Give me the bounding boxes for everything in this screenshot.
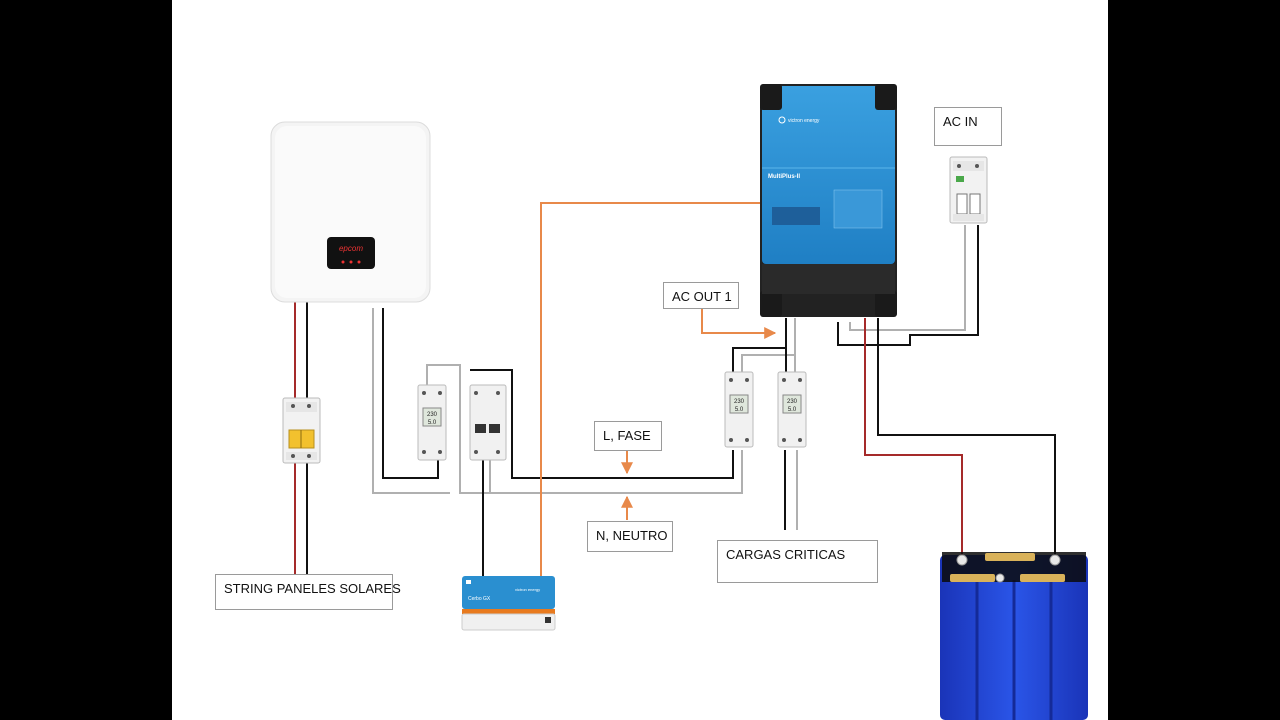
bus-wires bbox=[426, 364, 743, 578]
battery-dc-wires bbox=[864, 318, 1056, 560]
energy-meter-1: 230 5.0 bbox=[417, 384, 447, 461]
meter-2-display-bottom: 5.0 bbox=[735, 407, 744, 413]
cargas-criticas-label: CARGAS CRITICAS bbox=[717, 540, 878, 583]
inverter-model: MultiPlus-II bbox=[768, 174, 800, 180]
n-neutro-label: N, NEUTRO bbox=[587, 521, 673, 552]
inverter-brand: victron energy bbox=[788, 118, 820, 124]
battery-pack bbox=[940, 552, 1088, 720]
meter-1-display-top: 230 bbox=[427, 412, 438, 418]
victron-energy-meter bbox=[469, 384, 507, 461]
meter-3-display-top: 230 bbox=[787, 399, 798, 405]
ac-in-wires bbox=[837, 225, 979, 346]
solar-inverter-brand: epcom bbox=[339, 244, 363, 253]
ac-out-1-label: AC OUT 1 bbox=[663, 282, 739, 309]
pv-dc-breaker bbox=[282, 397, 321, 464]
energy-meter-2: 230 5.0 bbox=[724, 371, 754, 448]
cerbo-gx: Cerbo GX victron energy bbox=[461, 576, 556, 631]
critical-load-wires bbox=[732, 318, 798, 530]
ac-in-breaker bbox=[949, 156, 988, 224]
meter-3-display-bottom: 5.0 bbox=[788, 407, 797, 413]
l-fase-label: L, FASE bbox=[594, 421, 662, 451]
ac-in-label: AC IN bbox=[934, 107, 1002, 146]
solar-inverter: epcom bbox=[270, 121, 431, 303]
comm-cable bbox=[540, 202, 760, 580]
cerbo-name: Cerbo GX bbox=[468, 596, 491, 602]
label-arrows bbox=[621, 308, 777, 520]
multiplus-inverter: victron energy MultiPlus-II bbox=[760, 84, 897, 317]
energy-meter-3: 230 5.0 bbox=[777, 371, 807, 448]
solar-inverter-ac-wires bbox=[372, 308, 450, 494]
meter-2-display-top: 230 bbox=[734, 399, 745, 405]
cerbo-brand: victron energy bbox=[515, 587, 540, 592]
string-paneles-label: STRING PANELES SOLARES bbox=[215, 574, 401, 610]
meter-1-display-bottom: 5.0 bbox=[428, 420, 437, 426]
